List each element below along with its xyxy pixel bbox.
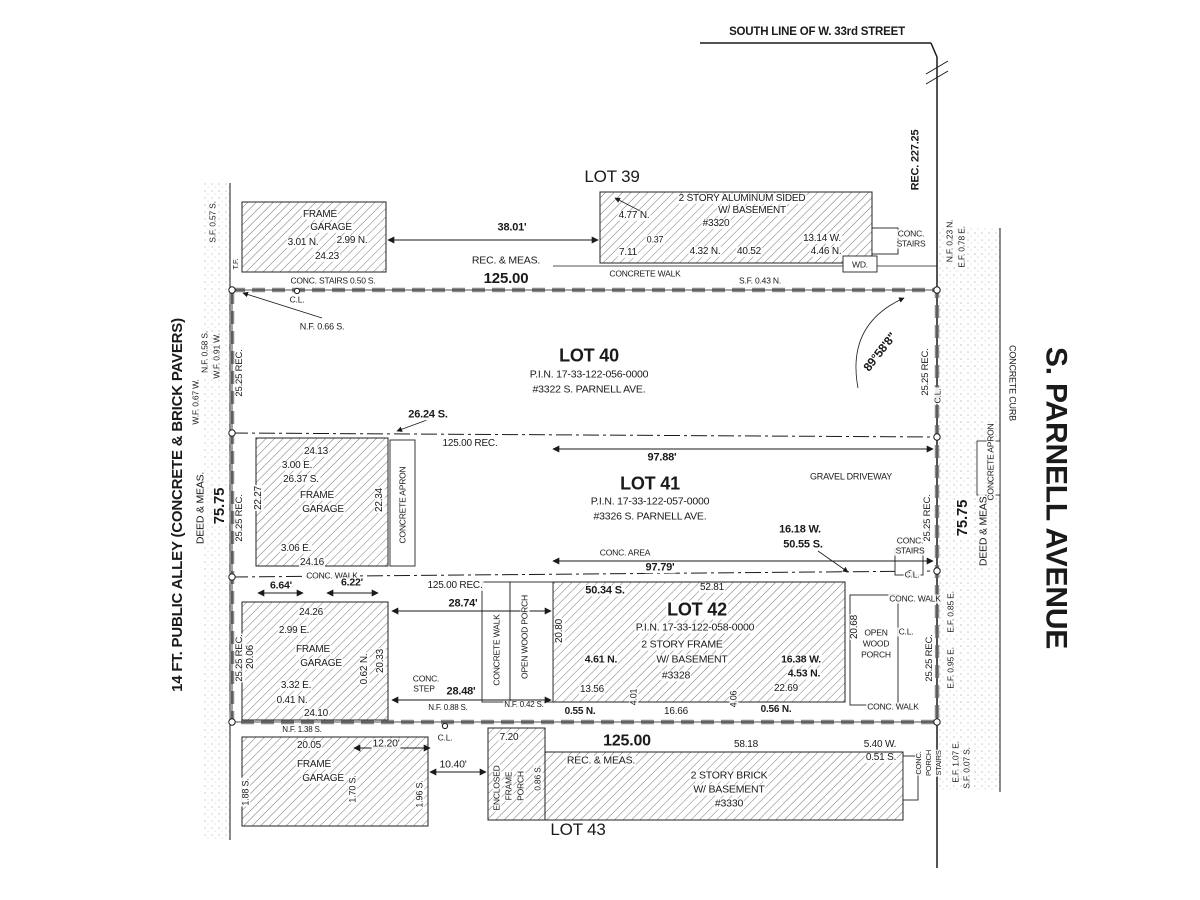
buildings-hatched (241, 191, 904, 827)
concrete-apron-strip (389, 439, 416, 567)
enclosed-porch-lot43 (487, 727, 546, 821)
structures-open (389, 227, 924, 801)
wood-deck-box (842, 255, 878, 273)
house-3330 (544, 751, 904, 821)
open-wood-porch-right (849, 594, 899, 706)
corner-markers (228, 286, 941, 730)
garage-lot43 (241, 736, 429, 827)
garage-lot42 (241, 601, 389, 721)
apron-right-box (976, 440, 1001, 496)
garage-lot39 (241, 201, 387, 273)
house-3320 (599, 191, 873, 264)
open-wood-porch-strip (509, 581, 554, 703)
concrete-walk-strip (481, 581, 511, 703)
dimension-lines (257, 236, 934, 776)
parkway-stipple (938, 228, 1000, 792)
house-3328 (552, 581, 846, 703)
stairs-bottom-right (902, 755, 919, 801)
stairs-top-right (871, 227, 899, 255)
alley-stipple (203, 183, 230, 840)
garage-lot41 (255, 437, 389, 567)
angle-arc (855, 297, 905, 389)
